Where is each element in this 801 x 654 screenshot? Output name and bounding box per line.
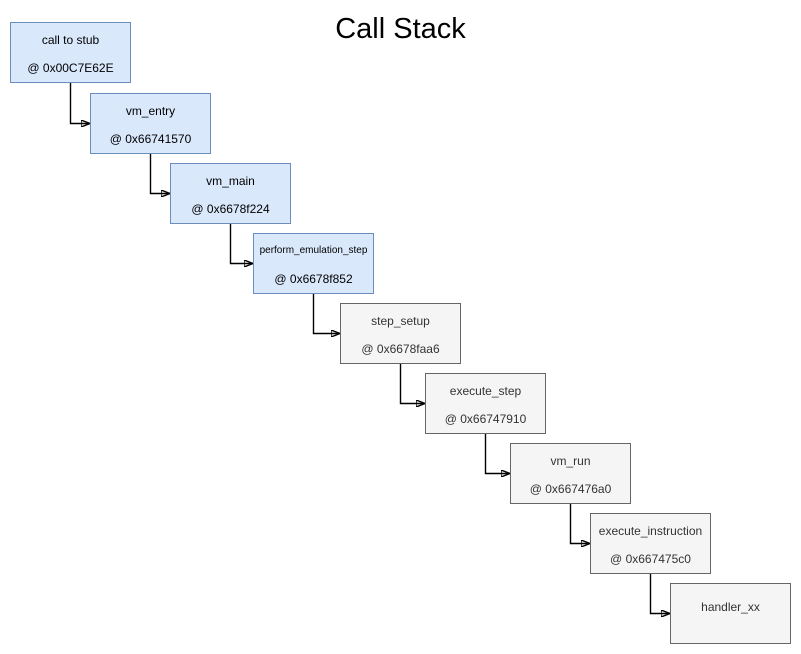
node-execute-instruction[interactable]: execute_instruction @ 0x667475c0 (590, 513, 711, 574)
node-label: vm_entry (125, 104, 176, 118)
node-label: call to stub (41, 33, 100, 47)
node-step-setup[interactable]: step_setup @ 0x6678faa6 (340, 303, 461, 364)
node-perform-emulation-step[interactable]: perform_emulation_step @ 0x6678f852 (253, 233, 374, 294)
diagram-title: Call Stack (335, 13, 466, 45)
node-address: @ 0x6678f224 (191, 202, 270, 216)
node-call-to-stub[interactable]: call to stub @ 0x00C7E62E (10, 22, 131, 83)
node-label: handler_xx (701, 600, 760, 614)
node-label: perform_emulation_step (259, 245, 368, 256)
node-address: @ 0x66741570 (109, 132, 192, 146)
node-address: @ 0x667475c0 (610, 552, 691, 566)
node-vm-entry[interactable]: vm_entry @ 0x66741570 (90, 93, 211, 154)
node-address: @ 0x667476a0 (529, 482, 612, 496)
node-address: @ 0x00C7E62E (27, 61, 114, 75)
node-handler-xx[interactable]: handler_xx (670, 583, 791, 644)
node-vm-main[interactable]: vm_main @ 0x6678f224 (170, 163, 291, 224)
node-address: @ 0x6678faa6 (361, 342, 440, 356)
node-label: step_setup (371, 314, 430, 328)
node-label: execute_instruction (598, 524, 703, 538)
node-vm-run[interactable]: vm_run @ 0x667476a0 (510, 443, 631, 504)
node-address: @ 0x6678f852 (274, 272, 353, 286)
node-label: vm_main (206, 174, 255, 188)
node-label: vm_run (550, 454, 591, 468)
node-label: execute_step (449, 384, 522, 398)
node-execute-step[interactable]: execute_step @ 0x66747910 (425, 373, 546, 434)
node-address: @ 0x66747910 (444, 412, 527, 426)
